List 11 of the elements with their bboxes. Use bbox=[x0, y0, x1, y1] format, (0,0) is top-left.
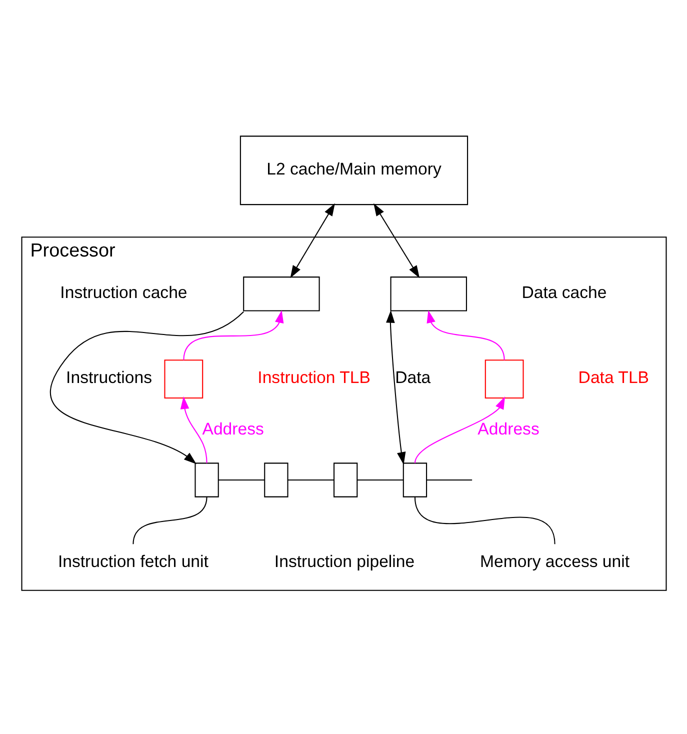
node-label: Instruction TLB bbox=[257, 368, 370, 387]
node-text: Instruction fetch unit bbox=[57, 552, 208, 571]
node-label: Data cache bbox=[521, 282, 606, 302]
node-label: Data TLB bbox=[578, 368, 649, 387]
label: Instruction pipeline bbox=[274, 552, 414, 571]
edge-label: Data bbox=[394, 368, 430, 387]
edge-label: Address bbox=[202, 419, 264, 438]
node-text: Memory access unit bbox=[480, 552, 630, 571]
edge-label: Instructions bbox=[66, 368, 152, 387]
edge-label: Address bbox=[477, 419, 539, 438]
node-label: Instruction cache bbox=[60, 282, 187, 302]
